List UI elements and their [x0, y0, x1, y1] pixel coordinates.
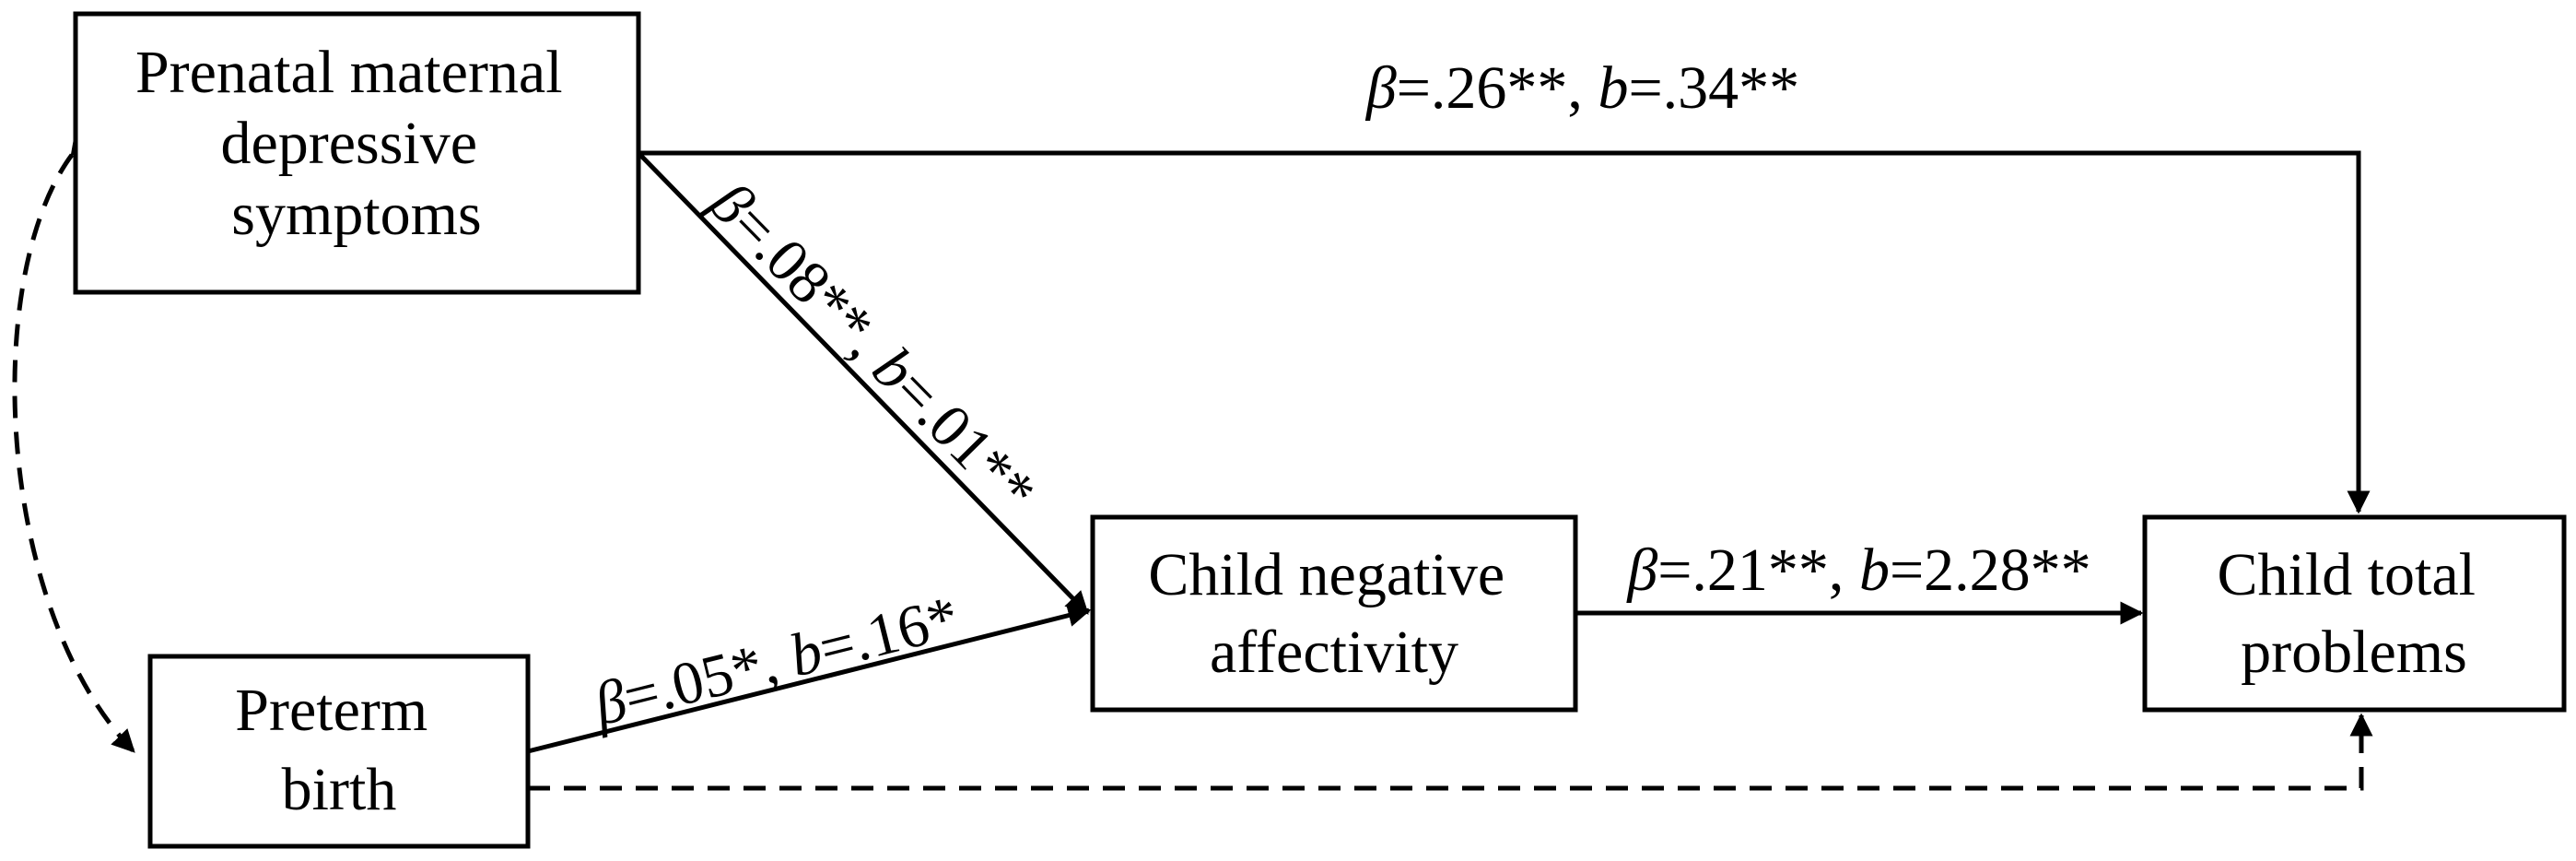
edge-preterm-to-affectivity — [527, 604, 1092, 754]
edge-prenatal-to-affectivity — [637, 151, 1089, 615]
svg-text:Prenatal maternal depres: Prenatal maternal depressive symptoms — [135, 39, 578, 248]
label-prenatal-to-problems: β=.26**, b=.34** — [1364, 54, 1799, 122]
svg-text:Preterm birth: Preterm birth — [235, 677, 442, 823]
edge-prenatal-preterm-covariance — [12, 131, 135, 753]
node-prenatal-maternal-depressive-symptoms: Prenatal maternal depressive symptoms — [73, 11, 641, 295]
node-child-total-problems: Child total problems — [2142, 514, 2567, 713]
node-child-negative-affectivity: Child negative affectivity — [1090, 514, 1578, 713]
label-preterm-to-affectivity: β=.05*, b=.16* — [586, 584, 966, 739]
edge-prenatal-to-problems — [638, 150, 2371, 514]
label-affectivity-to-problems: β=.21**, b=2.28** — [1625, 537, 2090, 604]
edge-preterm-to-problems-dashed — [528, 713, 2373, 791]
node-preterm-birth: Preterm birth — [147, 654, 531, 849]
label-prenatal-to-affectivity: β=.08**, b=.01** — [696, 168, 1048, 525]
svg-text:Child total problems: Child total problems — [2218, 541, 2491, 686]
svg-text:Child negative affectivi: Child negative affectivity — [1148, 541, 1519, 686]
